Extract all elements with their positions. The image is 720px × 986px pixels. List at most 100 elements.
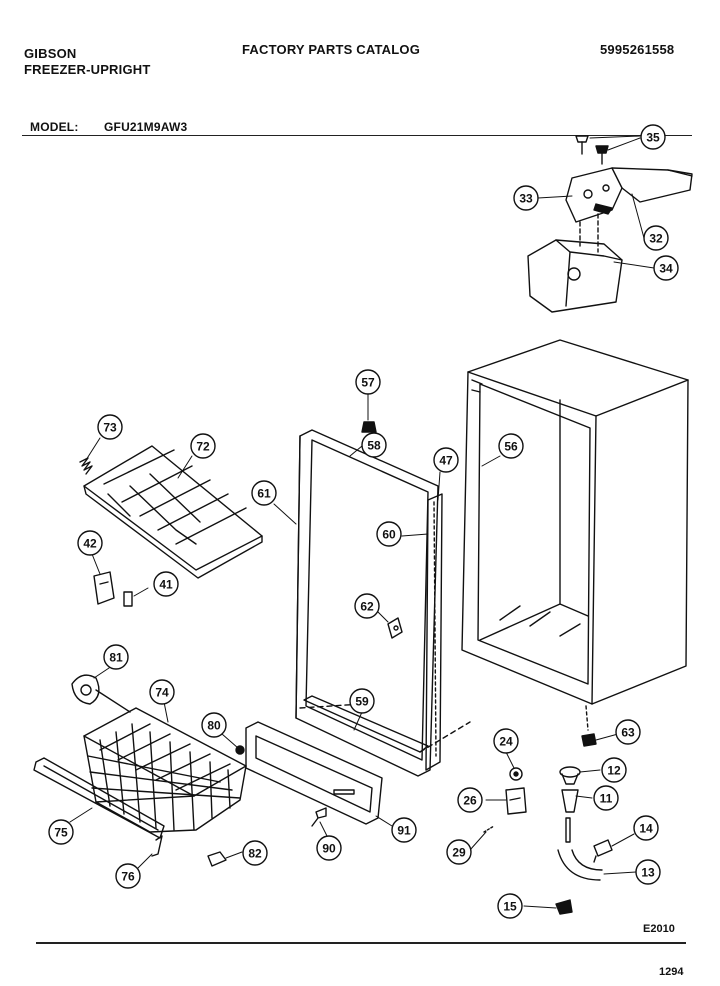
callout-label-41: 41 — [159, 578, 173, 592]
callout-label-61: 61 — [257, 487, 271, 501]
callout-63: 63 — [615, 719, 641, 745]
part-11-drain-cup — [561, 789, 579, 813]
callout-label-12: 12 — [607, 764, 621, 778]
callout-circle-73 — [97, 414, 123, 440]
callout-75: 75 — [48, 819, 74, 845]
callout-circle-76 — [115, 863, 141, 889]
part-72-shelf — [83, 445, 263, 579]
brand-name: GIBSON — [24, 46, 77, 61]
callout-91: 91 — [391, 817, 417, 843]
callout-59: 59 — [349, 688, 375, 714]
callout-56: 56 — [498, 433, 524, 459]
callout-35: 35 — [640, 124, 666, 150]
callout-circle-58 — [361, 432, 387, 458]
callout-label-74: 74 — [155, 686, 169, 700]
callout-label-34: 34 — [659, 262, 673, 276]
callout-circle-57 — [355, 369, 381, 395]
footer-rule — [36, 942, 686, 944]
callout-14: 14 — [633, 815, 659, 841]
part-35-screws — [575, 135, 609, 165]
part-12-drain-cap — [559, 766, 581, 785]
callout-42: 42 — [77, 530, 103, 556]
callout-60: 60 — [376, 521, 402, 547]
part-82-foot — [207, 851, 227, 867]
callout-circle-29 — [446, 839, 472, 865]
callout-label-42: 42 — [83, 537, 97, 551]
callout-circle-34 — [653, 255, 679, 281]
callout-32: 32 — [643, 225, 669, 251]
callout-80: 80 — [201, 712, 227, 738]
callout-26: 26 — [457, 787, 483, 813]
callout-label-81: 81 — [109, 651, 123, 665]
part-26-drain-valve — [505, 787, 527, 815]
callout-47: 47 — [433, 447, 459, 473]
part-13-drain-hose — [557, 817, 603, 881]
callout-circle-81 — [103, 644, 129, 670]
callout-label-91: 91 — [397, 824, 411, 838]
callout-circle-41 — [153, 571, 179, 597]
callout-circle-60 — [376, 521, 402, 547]
part-24-drain-fitting — [509, 767, 523, 781]
callout-circle-82 — [242, 840, 268, 866]
callout-label-62: 62 — [360, 600, 374, 614]
callout-72: 72 — [190, 433, 216, 459]
drawing-code: E2010 — [643, 923, 675, 935]
callout-label-60: 60 — [382, 528, 396, 542]
model-number: GFU21M9AW3 — [104, 120, 188, 134]
callout-73: 73 — [97, 414, 123, 440]
part-91-kick-plate — [245, 721, 383, 825]
callout-circle-24 — [493, 728, 519, 754]
callout-circle-12 — [601, 757, 627, 783]
callout-label-80: 80 — [207, 719, 221, 733]
callout-circle-32 — [643, 225, 669, 251]
part-75-basket-trim — [33, 757, 165, 839]
callout-label-33: 33 — [519, 192, 533, 206]
callout-circle-14 — [633, 815, 659, 841]
callout-label-26: 26 — [463, 794, 477, 808]
callout-circle-90 — [316, 835, 342, 861]
callout-90: 90 — [316, 835, 342, 861]
callout-circle-33 — [513, 185, 539, 211]
callout-circle-13 — [635, 859, 661, 885]
part-76-clip — [151, 835, 163, 857]
callout-label-73: 73 — [103, 421, 117, 435]
callout-15: 15 — [497, 893, 523, 919]
callout-24: 24 — [493, 728, 519, 754]
callout-label-11: 11 — [600, 792, 613, 806]
callout-label-35: 35 — [646, 131, 660, 145]
part-73-spring — [79, 457, 93, 475]
part-58-door-liner — [295, 429, 439, 777]
callout-circle-26 — [457, 787, 483, 813]
callout-circle-63 — [615, 719, 641, 745]
callout-label-47: 47 — [439, 454, 453, 468]
callout-57: 57 — [355, 369, 381, 395]
callout-label-56: 56 — [504, 440, 518, 454]
catalog-title: FACTORY PARTS CATALOG — [242, 42, 421, 57]
callout-circle-62 — [354, 593, 380, 619]
callout-label-63: 63 — [621, 726, 635, 740]
leader-lines — [69, 135, 655, 909]
part-41-clip — [123, 591, 133, 607]
callout-label-72: 72 — [196, 440, 210, 454]
part-62-latch — [387, 617, 403, 639]
callout-circle-59 — [349, 688, 375, 714]
part-33-thermostat-bracket — [565, 167, 693, 223]
callout-76: 76 — [115, 863, 141, 889]
callout-label-59: 59 — [355, 695, 369, 709]
callout-62: 62 — [354, 593, 380, 619]
part-42-shelf-clip — [93, 571, 115, 605]
callout-33: 33 — [513, 185, 539, 211]
callout-12: 12 — [601, 757, 627, 783]
callout-circle-80 — [201, 712, 227, 738]
product-category: FREEZER-UPRIGHT — [24, 62, 151, 77]
callout-circle-74 — [149, 679, 175, 705]
callout-circle-75 — [48, 819, 74, 845]
callout-circle-11 — [593, 785, 619, 811]
callout-41: 41 — [153, 571, 179, 597]
callout-61: 61 — [251, 480, 277, 506]
callout-label-13: 13 — [641, 866, 655, 880]
part-63-leveler — [581, 705, 597, 747]
model-label: MODEL: — [30, 120, 79, 134]
